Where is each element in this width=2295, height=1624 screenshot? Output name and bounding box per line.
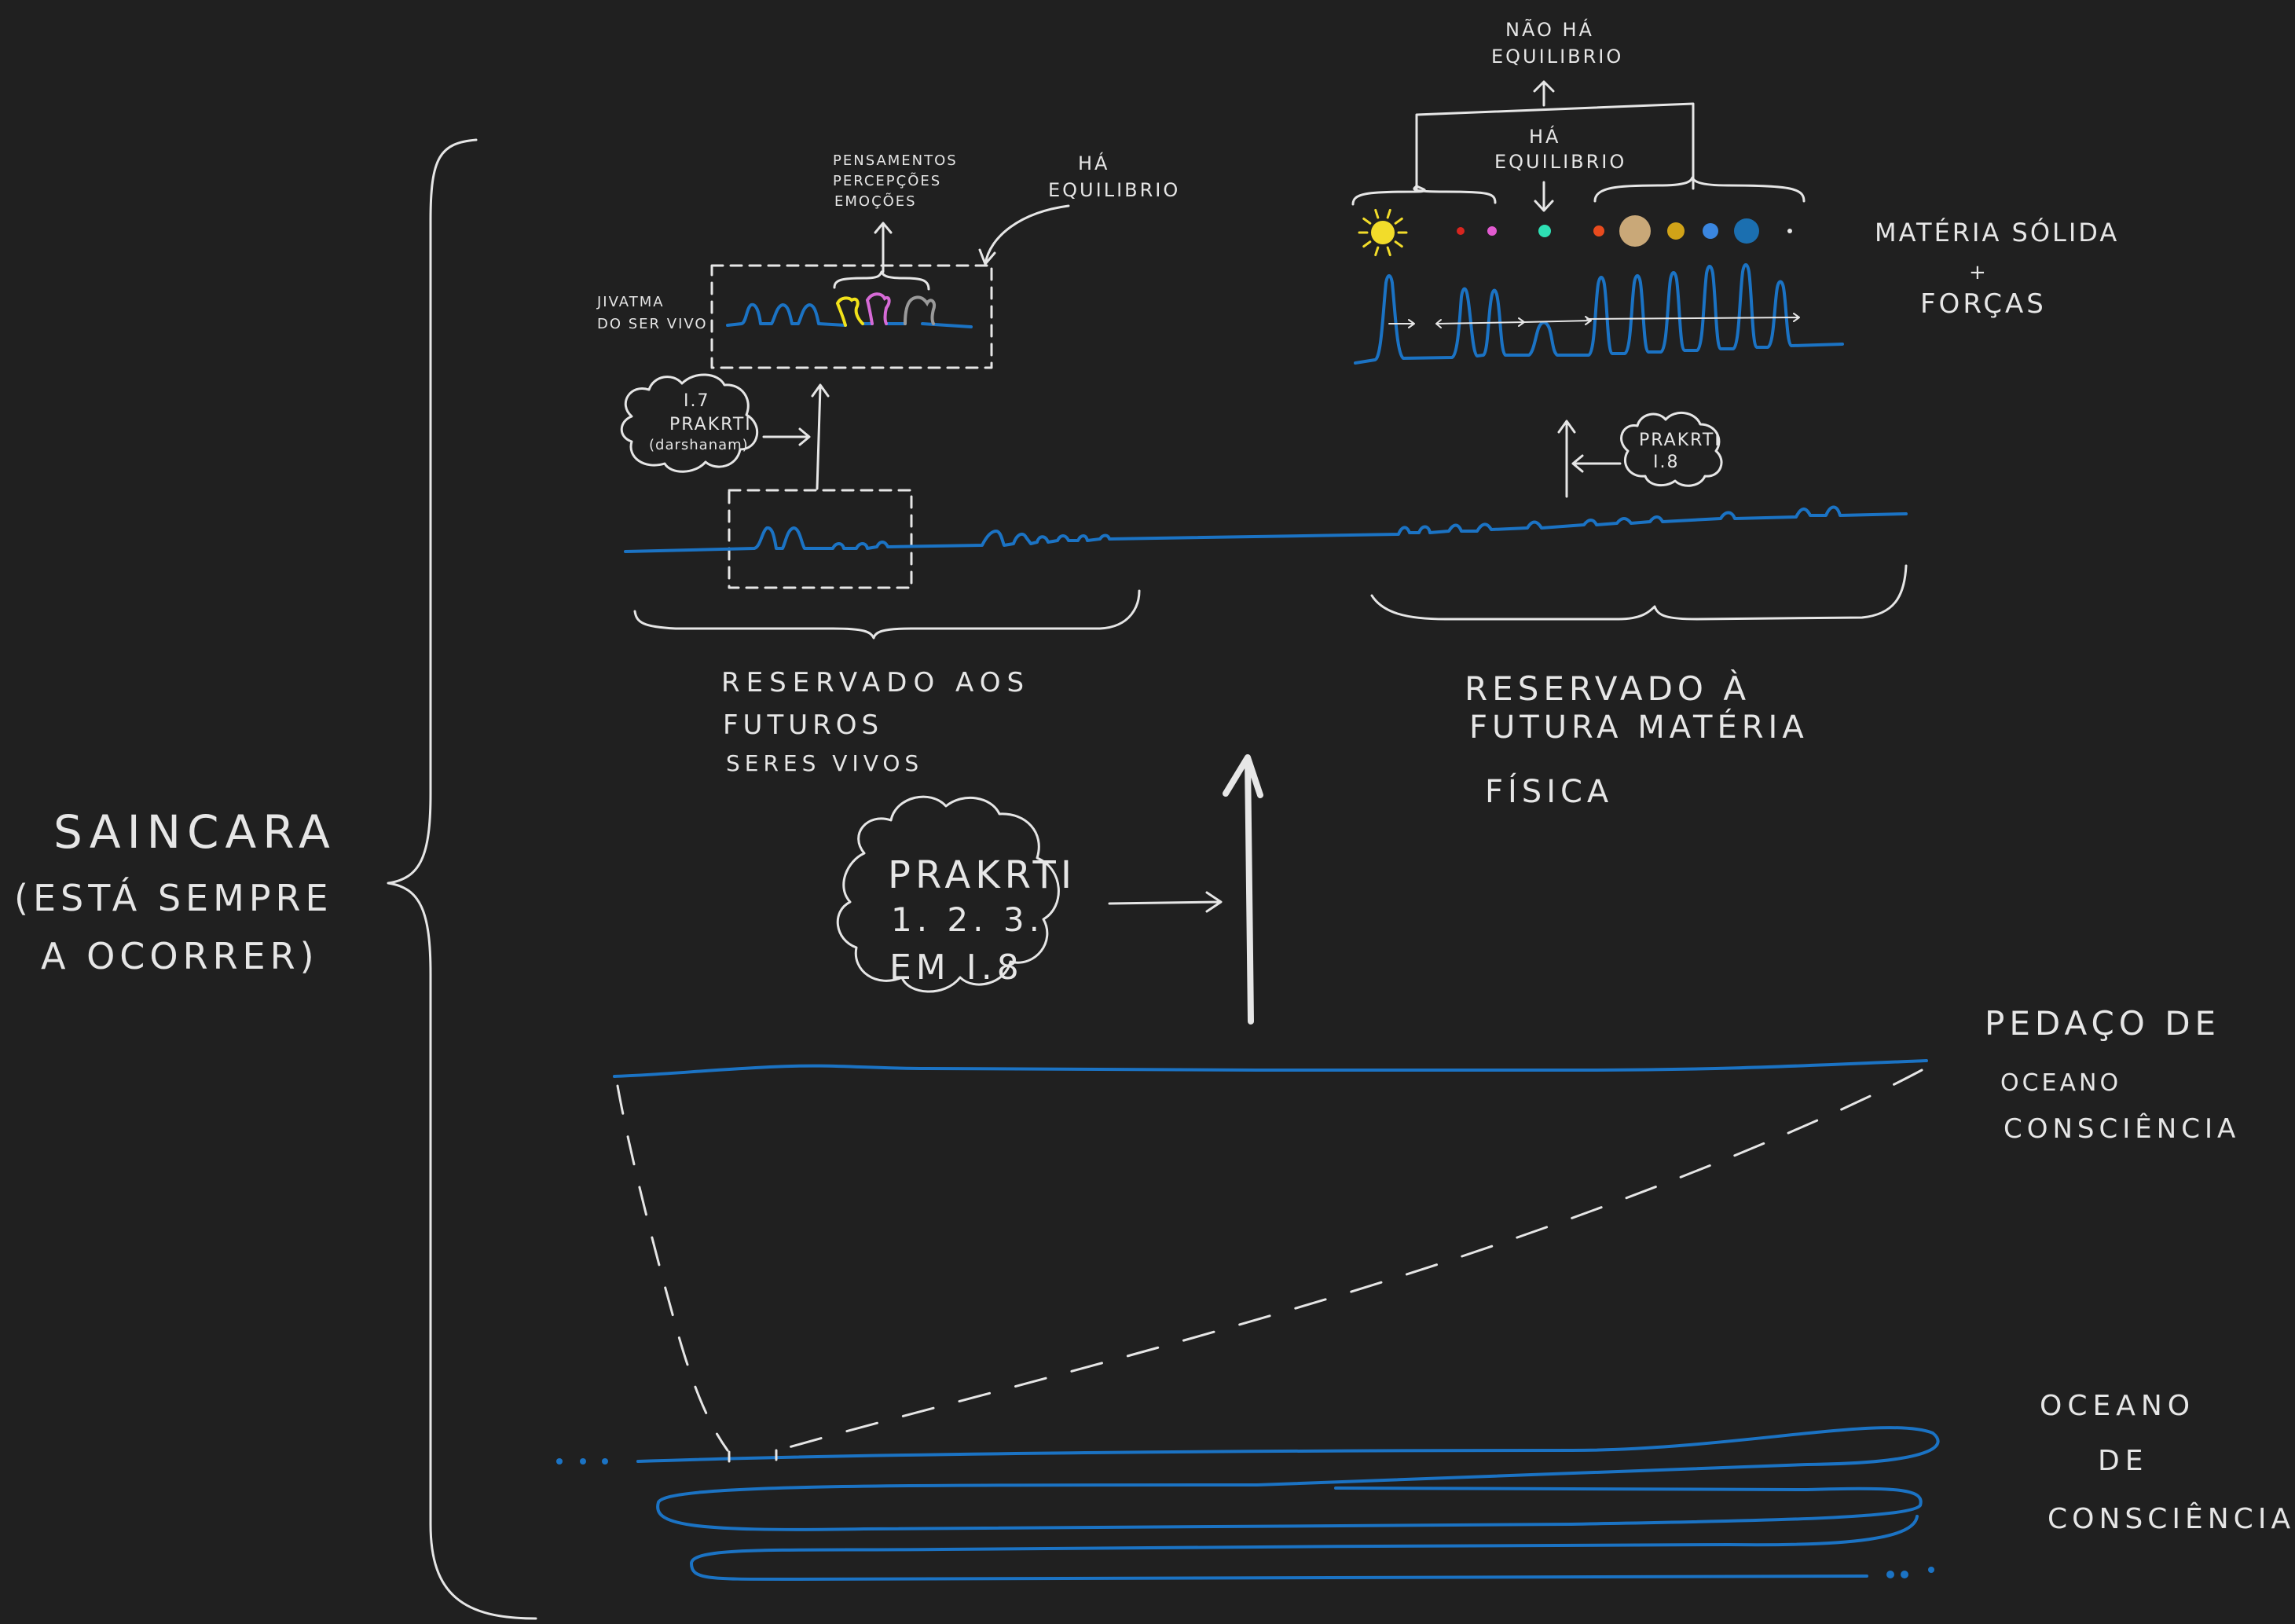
red-planet-icon xyxy=(1457,227,1465,235)
ocean-piece-dashed-left xyxy=(616,1084,729,1452)
planets-row xyxy=(1457,215,1792,247)
sun-ray xyxy=(1386,246,1391,257)
cloud-big-label-3: EM I.8 xyxy=(889,948,1024,988)
blue-ringed-planet-icon xyxy=(1703,223,1718,239)
ha-equilibrio-left-1: HÁ xyxy=(1078,152,1110,174)
ocean-piece-line xyxy=(613,1059,1928,1078)
reserved-beings-1: RESERVADO AOS xyxy=(721,667,1031,698)
prakrti-big-arrow xyxy=(1108,891,1223,913)
right-planet-brace xyxy=(1593,176,1806,203)
ocean-piece-label-3: CONSCIÊNCIA xyxy=(2004,1113,2241,1145)
ocean-label-1: OCEANO xyxy=(2040,1390,2196,1422)
sun-body xyxy=(1371,221,1395,244)
reserved-beings-2: FUTUROS xyxy=(723,709,884,741)
ocean-piece-label-1: PEDAÇO DE xyxy=(1985,1004,2221,1043)
ocean-dot xyxy=(602,1458,608,1465)
saincara-note-1: (ESTÁ SEMPRE xyxy=(14,877,333,919)
cloud-big-label-2: 1. 2. 3. xyxy=(891,900,1044,939)
cloud-i8-arrow xyxy=(1571,454,1622,473)
thoughts-label-2: PERCEPÇÕES xyxy=(833,173,942,189)
ha-equilibrio-curved-arrow xyxy=(978,204,1070,266)
nao-ha-bracket xyxy=(1415,102,1695,190)
thoughts-label-3: EMOÇÕES xyxy=(834,193,917,210)
tiny-white-planet-icon xyxy=(1787,229,1792,233)
ocean-label-2: DE xyxy=(2098,1445,2149,1477)
reserved-matter-3: FÍSICA xyxy=(1485,774,1614,810)
saincara-title: SAINCARA xyxy=(53,805,336,859)
prakrti-i7-cloud xyxy=(620,373,759,473)
materia-label-2: FORÇAS xyxy=(1920,288,2047,320)
jivatma-wave-pink xyxy=(865,292,891,325)
prakrti-wavy-line xyxy=(624,505,1908,553)
ha-equilibrio-center-2: EQUILIBRIO xyxy=(1494,151,1627,173)
thoughts-arrow xyxy=(874,222,893,273)
ocean-dot xyxy=(556,1458,563,1465)
sun-ray xyxy=(1362,240,1372,248)
up-arrow-to-jivatma xyxy=(811,383,830,490)
ocean-dot xyxy=(1928,1567,1934,1573)
cloud-i7-label-2: PRAKRTI xyxy=(669,415,752,434)
ha-equilibrio-center-1: HÁ xyxy=(1529,126,1561,148)
cloud-i8-label-1: PRAKRTI xyxy=(1639,431,1721,450)
beige-planet-icon xyxy=(1619,215,1651,247)
thoughts-brace xyxy=(833,270,930,291)
up-arrow-to-materia xyxy=(1557,420,1576,498)
large-blue-planet-icon xyxy=(1734,218,1759,244)
ha-equilibrio-left-2: EQUILIBRIO xyxy=(1048,179,1181,201)
planet-spikes-wave xyxy=(1354,263,1844,365)
cloud-i7-label-1: I.7 xyxy=(684,391,710,411)
cloud-big-label-1: PRAKRTI xyxy=(888,853,1076,897)
cloud-i8-label-2: I.8 xyxy=(1653,453,1680,472)
jivatma-wave-blue xyxy=(726,302,973,328)
materia-label-1: MATÉRIA SÓLIDA xyxy=(1875,218,2120,247)
ocean-piece-label-2: OCEANO xyxy=(2000,1069,2122,1097)
sun-ray xyxy=(1374,208,1380,219)
prakrti-big-cloud xyxy=(836,795,1060,993)
teal-planet-icon xyxy=(1538,225,1551,237)
jivatma-wave-yellow xyxy=(835,296,864,327)
ocean-dot xyxy=(1886,1571,1894,1578)
thoughts-label-1: PENSAMENTOS xyxy=(833,152,958,169)
sun-ray xyxy=(1362,217,1372,225)
sun-ray xyxy=(1394,240,1403,248)
reserved-matter-2: FUTURA MATÉRIA xyxy=(1469,709,1809,746)
sun-ray xyxy=(1374,246,1380,257)
nao-ha-equilibrio-1: NÃO HÁ xyxy=(1505,19,1594,41)
sun-ray xyxy=(1386,208,1391,219)
prakrti-i8-cloud xyxy=(1620,412,1723,487)
ocean-dot xyxy=(580,1458,586,1465)
nao-ha-equilibrio-2: EQUILIBRIO xyxy=(1491,46,1624,68)
jivatma-label-1: JIVATMA xyxy=(597,294,665,310)
ocean-dot xyxy=(1901,1571,1908,1578)
ocean-piece-dashed-right xyxy=(776,1069,1923,1452)
reserved-matter-1: RESERVADO À xyxy=(1465,669,1751,708)
sun-icon xyxy=(1358,208,1408,257)
ocean-tick xyxy=(728,1449,778,1463)
jivatma-label-2: DO SER VIVO xyxy=(597,316,708,332)
ocean-label-3: CONSCIÊNCIA xyxy=(2048,1503,2295,1535)
orange-planet-icon xyxy=(1593,225,1604,236)
big-up-arrow xyxy=(1223,754,1263,1025)
reserved-beings-brace xyxy=(633,589,1141,640)
saincara-brace xyxy=(387,138,537,1620)
materia-plus: + xyxy=(1969,261,1986,284)
ocean-coil xyxy=(636,1426,1940,1581)
ha-center-arrow xyxy=(1534,181,1554,212)
reserved-matter-brace xyxy=(1370,564,1908,621)
saincara-note-2: A OCORRER) xyxy=(41,935,319,977)
jivatma-dashed-box xyxy=(710,264,993,369)
pink-planet-icon xyxy=(1487,226,1497,236)
left-planet-brace xyxy=(1351,184,1497,206)
force-arrows xyxy=(1388,313,1800,328)
ochre-planet-icon xyxy=(1667,222,1685,240)
cloud-i7-arrow xyxy=(762,427,811,446)
reserved-beings-3: SERES VIVOS xyxy=(726,750,924,776)
sun-ray xyxy=(1394,217,1403,225)
jivatma-wave-grey xyxy=(904,295,936,325)
nao-ha-arrow xyxy=(1533,80,1555,107)
future-beings-dashed-box xyxy=(728,489,913,589)
cloud-i7-label-3: (darshanam) xyxy=(649,437,749,453)
